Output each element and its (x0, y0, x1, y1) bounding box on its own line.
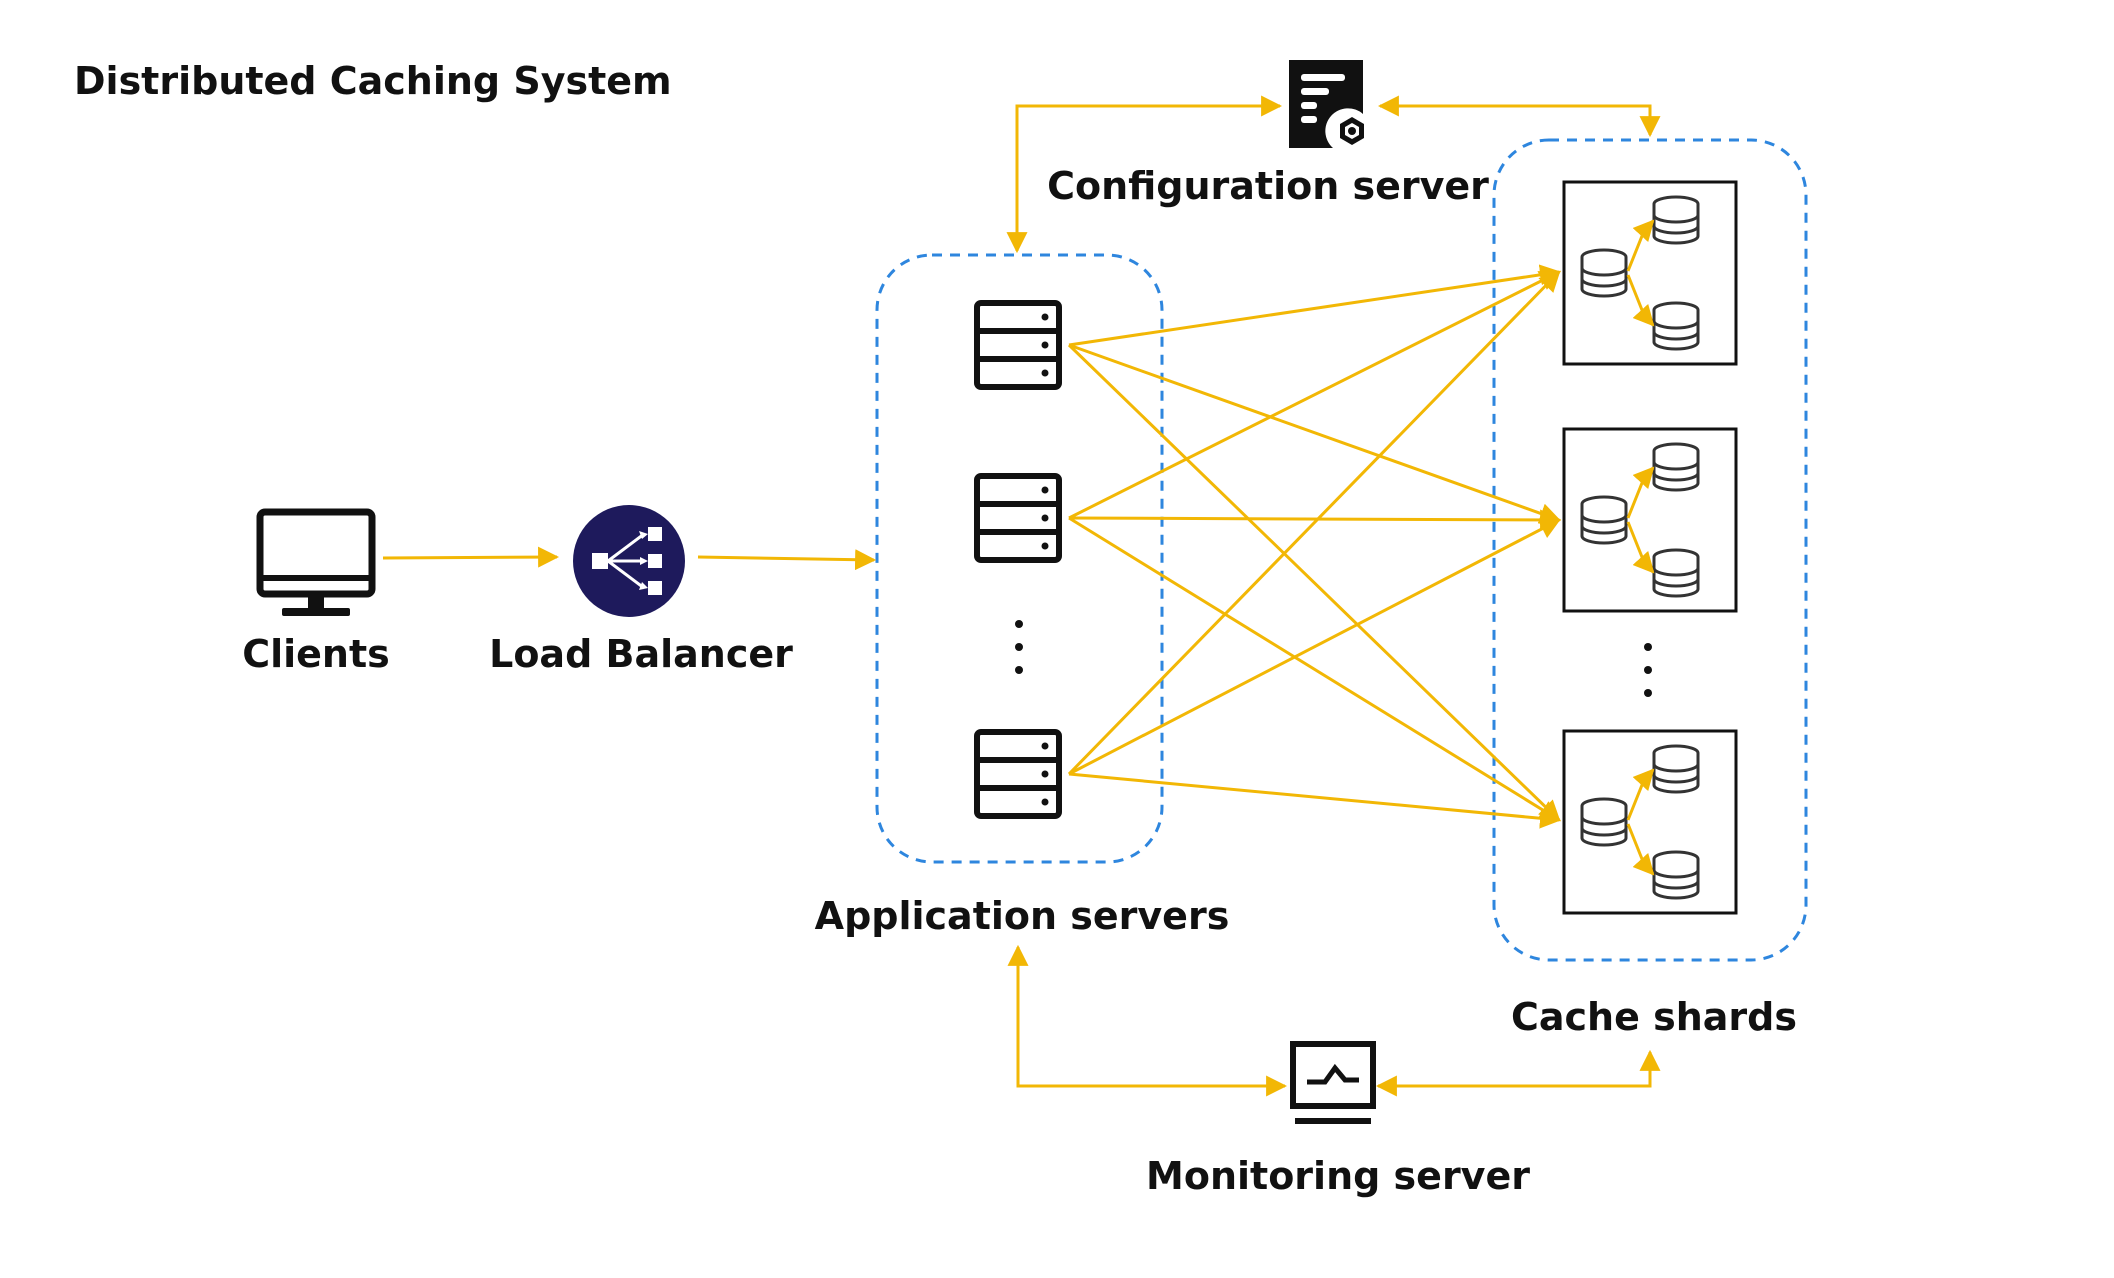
cache-shards-ellipsis (1644, 643, 1652, 697)
clients-label: Clients (242, 632, 390, 676)
server-shard-connections (1067, 264, 1562, 829)
arrow-lb-to-app-servers (697, 549, 877, 571)
app-servers-ellipsis (1015, 620, 1023, 674)
app-server-icon-3 (977, 732, 1059, 816)
monitoring-server-label: Monitoring server (1146, 1154, 1530, 1198)
load-balancer-label: Load Balancer (489, 632, 793, 676)
cache-shard-3 (1564, 731, 1736, 913)
monitor-icon (256, 508, 376, 616)
application-servers-group (875, 253, 1164, 864)
load-balancer-icon (573, 505, 685, 617)
arrow-config-to-cache-shards (1377, 95, 1661, 138)
arrow-config-to-app-servers (1006, 95, 1283, 254)
cache-shard-1 (1564, 182, 1736, 364)
configuration-server-label: Configuration server (1047, 164, 1489, 208)
monitor-graph-icon (1290, 1041, 1376, 1124)
config-server-icon (1289, 60, 1364, 148)
flow-arrows (382, 95, 1661, 1097)
application-servers-label: Application servers (815, 894, 1230, 938)
app-server-icon-1 (977, 303, 1059, 387)
cache-shard-2 (1564, 429, 1736, 611)
arrow-clients-to-lb (382, 546, 560, 568)
arrow-monitor-to-app-servers (1007, 944, 1288, 1097)
cache-shards-label: Cache shards (1511, 995, 1797, 1039)
arrow-monitor-to-cache-shards (1375, 1049, 1661, 1097)
diagram-title: Distributed Caching System (74, 59, 672, 103)
app-server-icon-2 (977, 476, 1059, 560)
